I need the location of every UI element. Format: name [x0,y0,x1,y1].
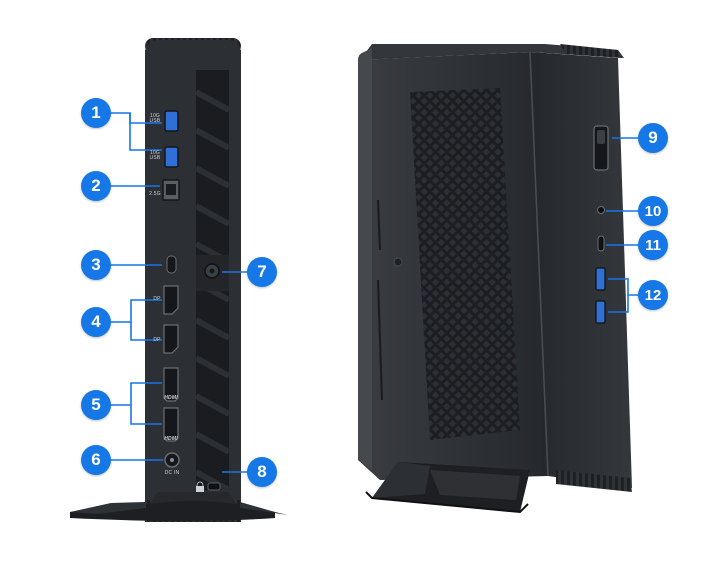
front-usb-port-top [595,267,606,291]
callout-4: 4 [81,307,111,337]
callout-7: 7 [247,257,277,287]
usb-label-top: 10G USB [149,113,161,124]
callout-2: 2 [81,171,111,201]
dc-in-label: DC IN [164,470,180,476]
dp-label-top: DP [153,296,161,302]
rear-view-unit [70,38,288,522]
hdmi-port-top [163,367,179,402]
callout-12: 12 [638,280,668,310]
dp-label-bottom: DP [153,337,161,343]
callout-6: 6 [81,445,111,475]
kensington-lock-slot [207,482,221,491]
leader-lines [110,112,638,473]
perspective-view-unit [358,44,632,514]
callout-5: 5 [81,390,111,420]
callout-9: 9 [638,123,668,153]
hdmi-label-top: HDMI [164,395,178,401]
lan-label: 2.5G [149,191,161,197]
front-usb-c-port [597,235,605,252]
callout-11: 11 [638,230,668,260]
callout-1: 1 [81,98,111,128]
rear-usb-port-bottom [164,146,179,168]
rear-usb-port-top [164,110,179,132]
callout-3: 3 [81,250,111,280]
displayport-top [163,285,179,315]
usb-label-bottom: 10G USB [149,150,161,161]
displayport-bottom [163,324,179,354]
callout-8: 8 [247,457,277,487]
front-usb-port-bottom [595,300,606,324]
callout-10: 10 [638,196,668,226]
hdmi-label-bottom: HDMI [164,436,178,442]
rear-usb-c-port [166,255,177,274]
hdmi-port-bottom [163,407,179,442]
audio-jack [597,206,605,214]
